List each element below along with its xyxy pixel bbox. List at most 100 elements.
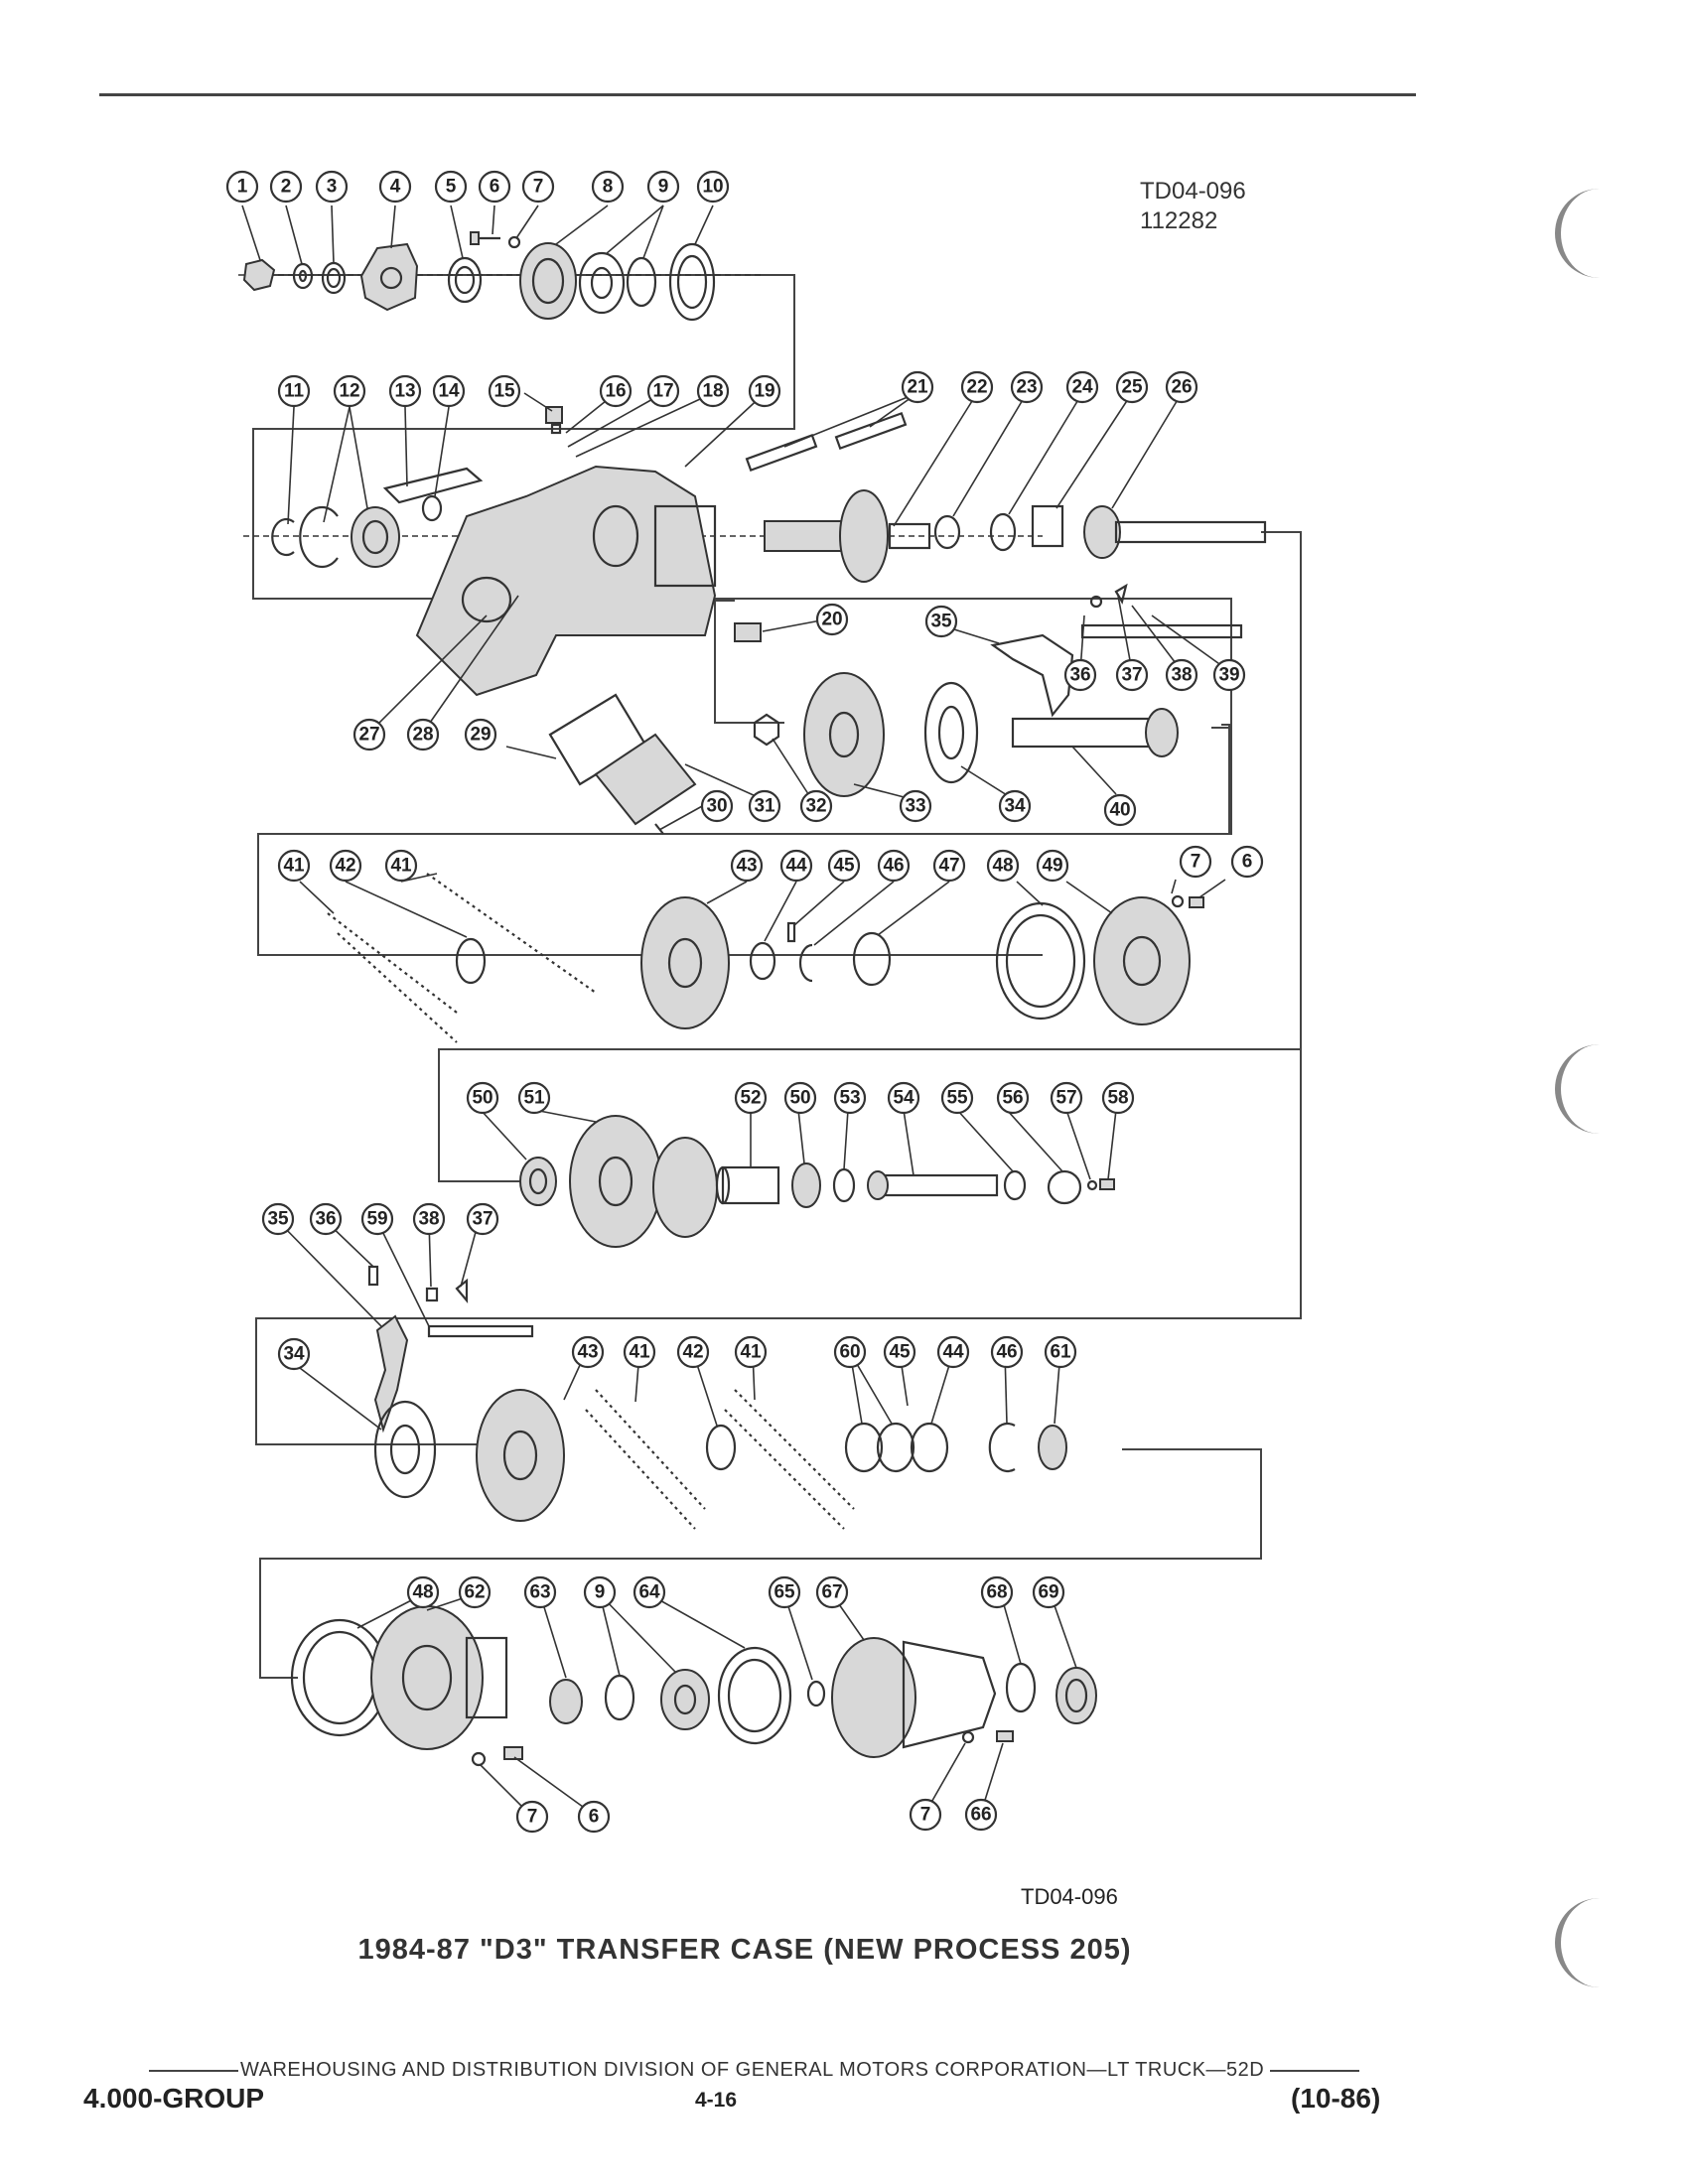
callout-number: 23 bbox=[1016, 377, 1037, 398]
callout-number: 37 bbox=[472, 1209, 492, 1230]
footer-division-line: WAREHOUSING AND DISTRIBUTION DIVISION OF… bbox=[149, 2059, 1360, 2082]
callout-number: 47 bbox=[938, 856, 959, 877]
callout: 23 bbox=[1010, 370, 1044, 404]
callout-number: 42 bbox=[682, 1342, 703, 1363]
callout-number: 64 bbox=[638, 1582, 660, 1603]
seal-part-3 bbox=[549, 1679, 583, 1724]
callout: 61 bbox=[1044, 1335, 1077, 1369]
callout: 64 bbox=[633, 1575, 666, 1609]
callout: 33 bbox=[899, 789, 932, 823]
bearing-part-4 bbox=[519, 1157, 557, 1206]
callout: 36 bbox=[309, 1202, 343, 1236]
callout: 46 bbox=[877, 849, 911, 883]
drawing-code: TD04-096 112282 bbox=[1140, 177, 1246, 236]
callout: 10 bbox=[696, 170, 730, 204]
callout-number: 20 bbox=[821, 610, 842, 630]
callout: 62 bbox=[458, 1575, 492, 1609]
bolt-part bbox=[470, 231, 500, 245]
chain-part bbox=[327, 873, 597, 1043]
callout: 3 bbox=[315, 170, 349, 204]
callout: 42 bbox=[329, 849, 362, 883]
callout-number: 30 bbox=[706, 796, 727, 817]
binder-hole-2 bbox=[1555, 1044, 1620, 1134]
rear-output-housing-part bbox=[831, 1637, 997, 1758]
spacer-part bbox=[455, 937, 487, 985]
shift-fork-part-2 bbox=[373, 1314, 409, 1433]
bearing-part-3 bbox=[351, 506, 400, 568]
callout: 41 bbox=[734, 1335, 768, 1369]
callout-number: 58 bbox=[1107, 1088, 1128, 1109]
callout: 17 bbox=[646, 374, 680, 408]
callout: 59 bbox=[360, 1202, 394, 1236]
callout-number: 50 bbox=[472, 1088, 492, 1109]
callout: 7 bbox=[521, 170, 555, 204]
row4-parts bbox=[519, 1115, 1115, 1248]
callout-number: 31 bbox=[754, 796, 775, 817]
callout-number: 19 bbox=[754, 381, 774, 402]
poppet-plug-part bbox=[734, 622, 762, 642]
callout-number: 41 bbox=[629, 1342, 650, 1363]
callout-number: 34 bbox=[1004, 796, 1026, 817]
callout-number: 56 bbox=[1002, 1088, 1023, 1109]
callout-number: 1 bbox=[237, 177, 248, 198]
leader-lines bbox=[241, 205, 1230, 1816]
callout: 36 bbox=[1063, 658, 1097, 692]
binder-hole-1 bbox=[1555, 189, 1620, 278]
bolt-part-4 bbox=[1099, 1178, 1115, 1190]
callout-number: 36 bbox=[315, 1209, 336, 1230]
input-gear-part bbox=[764, 489, 931, 583]
callout: 28 bbox=[406, 718, 440, 751]
needle-bearing-part bbox=[852, 931, 892, 987]
front-output-gear-part-2 bbox=[476, 1389, 565, 1522]
callout-number: 48 bbox=[992, 856, 1013, 877]
callout: 5 bbox=[434, 170, 468, 204]
callout: 46 bbox=[990, 1335, 1024, 1369]
callout-number: 43 bbox=[577, 1342, 598, 1363]
callout-number: 55 bbox=[946, 1088, 968, 1109]
callout: 7 bbox=[515, 1800, 549, 1834]
row5-parts bbox=[367, 1265, 1067, 1530]
callout: 51 bbox=[517, 1081, 551, 1115]
callout-number: 35 bbox=[930, 612, 952, 632]
pto-cover-part bbox=[594, 733, 697, 826]
row6-parts bbox=[290, 1605, 1097, 1767]
callout-number: 28 bbox=[412, 725, 433, 746]
thrust-washer-part-2 bbox=[989, 512, 1017, 552]
callout: 41 bbox=[384, 849, 418, 883]
callout-number: 34 bbox=[283, 1344, 305, 1365]
callout: 31 bbox=[748, 789, 781, 823]
callout-number: 3 bbox=[327, 177, 338, 198]
callout-number: 9 bbox=[658, 177, 669, 198]
idler-shaft-part-2 bbox=[867, 1170, 999, 1200]
callout: 37 bbox=[1115, 658, 1149, 692]
drawing-code-bottom: TD04-096 bbox=[1021, 1884, 1118, 1909]
callout: 40 bbox=[1103, 793, 1137, 827]
callout-number: 2 bbox=[281, 177, 292, 198]
front-output-gear-part bbox=[640, 896, 730, 1029]
callout: 34 bbox=[998, 789, 1032, 823]
callout: 44 bbox=[936, 1335, 970, 1369]
row2-parts bbox=[243, 406, 1267, 835]
seal-part-2 bbox=[421, 494, 443, 522]
snap-ring-part-2 bbox=[299, 505, 339, 569]
fill-plug-part bbox=[545, 406, 563, 435]
callout-number: 46 bbox=[996, 1342, 1017, 1363]
callout: 19 bbox=[748, 374, 781, 408]
shift-fork-part bbox=[990, 633, 1074, 718]
callout: 69 bbox=[1032, 1575, 1065, 1609]
callout-number: 38 bbox=[418, 1209, 439, 1230]
low-range-gear-part bbox=[803, 672, 885, 797]
output-shaft-part-2 bbox=[1011, 708, 1179, 757]
lock-plate-part bbox=[1047, 1169, 1082, 1205]
bearing-part-2 bbox=[578, 251, 626, 315]
callout-number: 37 bbox=[1121, 665, 1142, 686]
bearing-part-6 bbox=[660, 1669, 710, 1730]
callout: 6 bbox=[478, 170, 511, 204]
callout: 35 bbox=[261, 1202, 295, 1236]
footer-page-number: 4-16 bbox=[695, 2089, 738, 2112]
callout: 14 bbox=[432, 374, 466, 408]
callout: 22 bbox=[960, 370, 994, 404]
callout-number: 57 bbox=[1055, 1088, 1076, 1109]
needle-bearing-part-2 bbox=[1038, 1425, 1067, 1470]
